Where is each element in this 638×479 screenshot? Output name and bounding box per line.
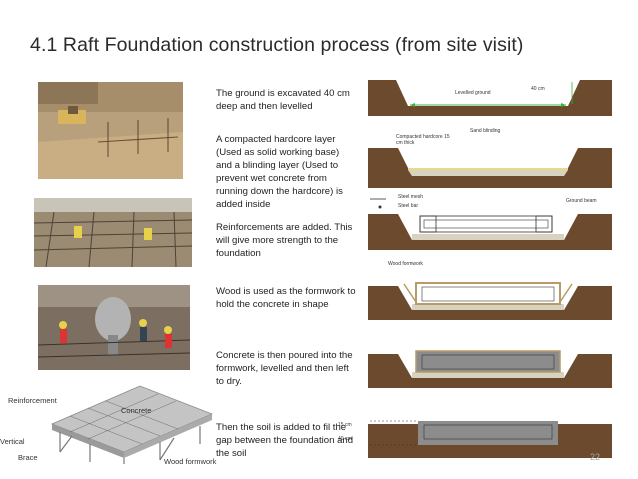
vertical-label: Vertical [0, 437, 25, 446]
step-1-text: The ground is excavated 40 cm deep and t… [216, 88, 350, 112]
concrete-diagram [368, 350, 612, 388]
reinforcement-label: Reinforcement [8, 396, 57, 405]
page-number: 22 [589, 452, 600, 462]
reinforcement-diagram [368, 214, 612, 250]
compacted-hardcore-label: Compacted hardcore 15 cm thick [396, 134, 450, 146]
hardcore-diagram [368, 148, 612, 188]
step-3-text: Reinforcements are added. This will give… [216, 222, 353, 259]
depth-40-label: 40 cm [531, 86, 545, 92]
steel-mesh-label: Steel mesh [398, 194, 424, 200]
page-title: 4.1 Raft Foundation construction process… [30, 34, 524, 56]
brace-label: Brace [18, 453, 38, 462]
legend-marks [370, 198, 386, 209]
sand-blinding-label: Sand blinding [470, 128, 501, 134]
concrete-pouring-photo [38, 285, 190, 370]
step-2-text: A compacted hardcore layer (Used as soli… [216, 134, 343, 210]
levelled-ground-label: Levelled ground [455, 90, 491, 96]
wood-formwork-label: Wood formwork [164, 457, 217, 466]
dim-15-label: 15 cm [338, 422, 352, 428]
dim-40-label: 40 cm [338, 436, 352, 442]
steel-bar-label: Steel bar [398, 203, 419, 209]
wood-formwork-diagram-label: Wood formwork [388, 261, 423, 267]
step-4-text: Wood is used as the formwork to hold the… [216, 286, 356, 310]
backfill-diagram [368, 420, 612, 458]
excavation-photo [38, 82, 183, 179]
reinforcement-photo [34, 198, 192, 267]
ground-beam-label: Ground beam [566, 198, 597, 204]
step-6-text: Then the soil is added to fil the gap be… [216, 422, 354, 459]
step-5-text: Concrete is then poured into the formwor… [216, 350, 353, 387]
formwork-diagram [368, 282, 612, 320]
formwork-illustration [50, 385, 214, 464]
excavation-diagram [368, 80, 612, 116]
concrete-label: Concrete [121, 406, 152, 415]
